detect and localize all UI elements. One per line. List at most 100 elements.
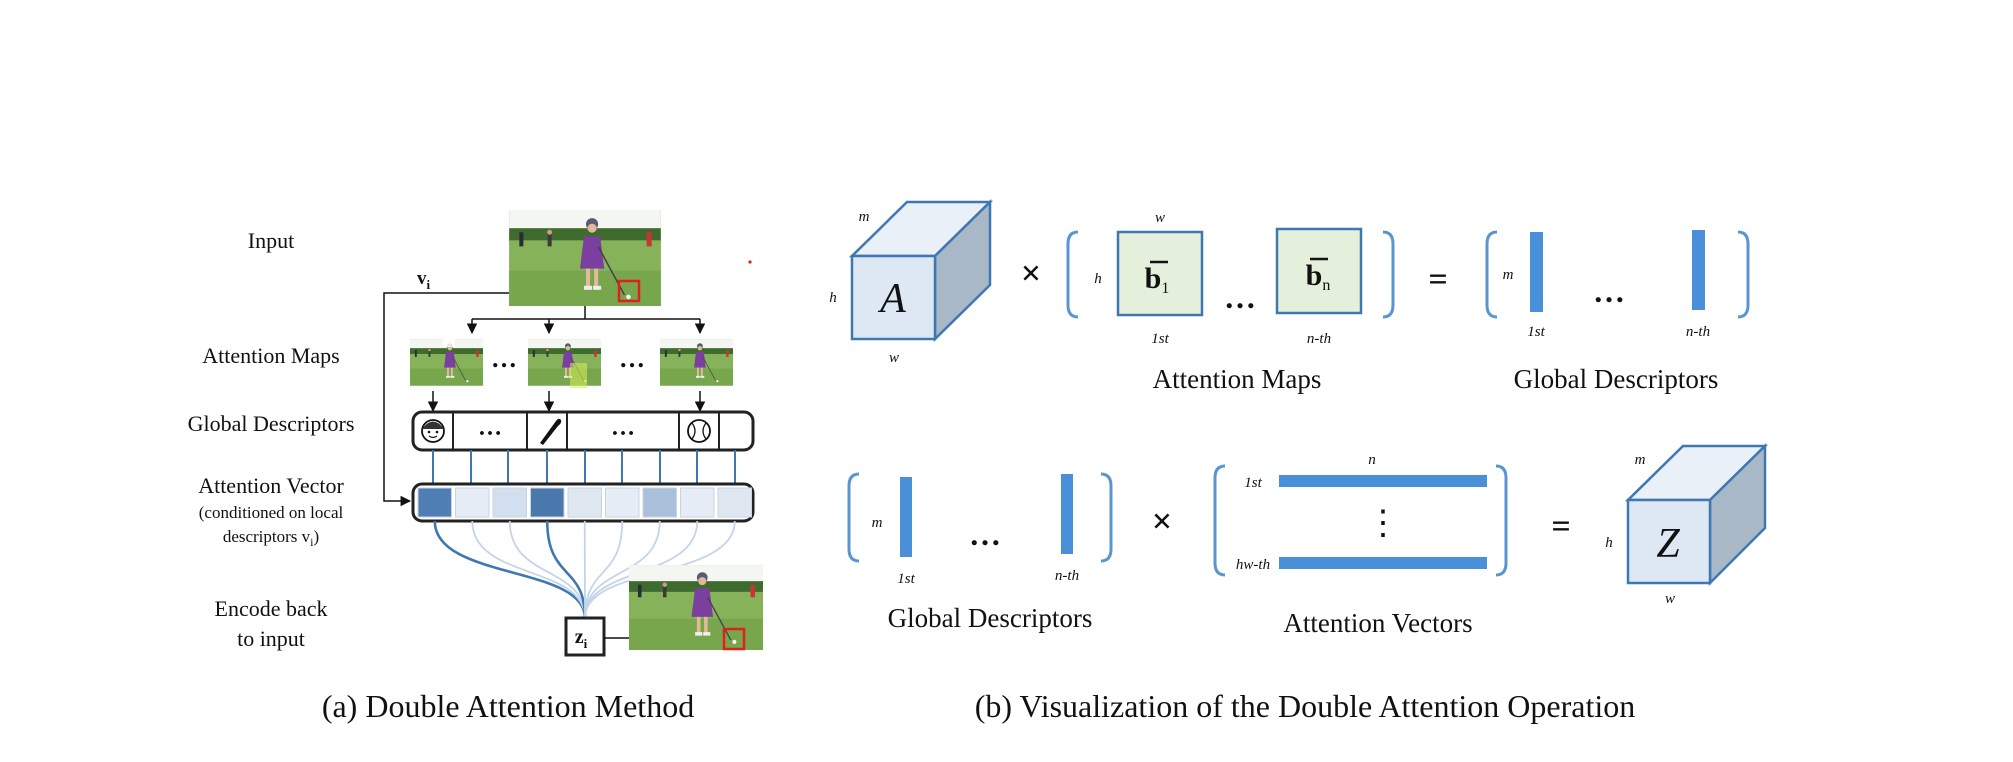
label-attention-vectors: Attention Vectors (1283, 608, 1472, 638)
attention-map-3 (660, 338, 733, 387)
attention-vector-cell (642, 487, 677, 518)
attention-map-bn: bn (1275, 227, 1363, 315)
ellipsis: … (478, 415, 502, 441)
equals-symbol: = (1428, 261, 1447, 298)
attention-vector-cell (567, 487, 602, 518)
descriptor-bar-nth (1692, 230, 1705, 310)
attention-vector-cell (605, 487, 640, 518)
attention-fan-curve (584, 520, 661, 619)
svg-text:1st: 1st (897, 571, 915, 587)
attention-vector-cell (717, 487, 752, 518)
baseball-icon (687, 419, 711, 443)
red-focus-box (617, 279, 641, 303)
descriptor-bar-first (900, 477, 912, 557)
attention-vector-bar-first (1279, 475, 1487, 487)
svg-text:n-th: n-th (1686, 324, 1710, 340)
label-global-descriptors-top: Global Descriptors (1514, 364, 1719, 394)
bracket-right (1737, 230, 1750, 319)
svg-text:hw-th: hw-th (1236, 557, 1270, 573)
svg-text:b1: b1 (1145, 262, 1170, 297)
ellipsis: … (1224, 279, 1256, 315)
descriptor-bar-nth (1061, 474, 1073, 554)
svg-text:1st: 1st (1527, 324, 1545, 340)
row-label-attention-vector: Attention Vector (198, 473, 344, 498)
ellipsis: … (619, 344, 645, 373)
svg-text:Z: Z (1656, 521, 1680, 567)
caption-b: (b) Visualization of the Double Attentio… (975, 688, 1635, 724)
red-focus-box (722, 627, 746, 651)
equals-symbol: = (1551, 508, 1570, 545)
label-attention-maps: Attention Maps (1153, 364, 1322, 394)
face-icon (421, 419, 445, 443)
left-panel: Input Attention Maps Global Descriptors … (188, 210, 763, 724)
descriptor-bar-first (1530, 232, 1543, 312)
bracket-right (1382, 230, 1395, 319)
multiply-symbol: × (1021, 253, 1042, 293)
input-image (509, 210, 661, 306)
svg-text:m: m (1635, 452, 1646, 468)
svg-text:A: A (877, 276, 906, 322)
svg-text:1st: 1st (1244, 475, 1262, 491)
attention-vector-cell (680, 487, 715, 518)
svg-text:n: n (1368, 452, 1376, 468)
ellipsis: … (969, 516, 1001, 552)
attention-vector-bar-last (1279, 557, 1487, 569)
attention-fan-curve (545, 520, 587, 619)
attention-map-b1: b1 (1116, 230, 1204, 317)
ellipsis: … (491, 344, 517, 373)
cube-a: A m h w (829, 199, 994, 366)
svg-text:zi: zi (575, 626, 588, 651)
attention-fan-curve (508, 520, 586, 619)
svg-text:h: h (1605, 535, 1613, 551)
bracket-left (1485, 230, 1498, 319)
svg-text:w: w (889, 350, 899, 366)
right-panel: A m h w × b1 w h … bn 1st n-th Attention… (829, 199, 1769, 724)
row-label-attention-vector-sub1: (conditioned on local (199, 503, 344, 522)
attention-vector-cell (530, 487, 565, 518)
attention-fan-curve (471, 520, 586, 619)
attention-vector-bar (411, 482, 755, 523)
stray-mark (748, 260, 752, 264)
attention-vector-cell (417, 487, 452, 518)
descriptor-to-vector-links (432, 450, 736, 484)
row-label-input: Input (248, 228, 294, 253)
svg-text:n-th: n-th (1055, 568, 1079, 584)
global-descriptors-bar: … … (411, 410, 755, 452)
attention-fan-curve (584, 520, 624, 619)
attention-vector-cell (455, 487, 490, 518)
svg-text:m: m (859, 209, 870, 225)
svg-text:1st: 1st (1151, 331, 1169, 347)
attention-fan-curve (433, 520, 587, 619)
bracket-left (847, 472, 860, 563)
svg-text:h: h (829, 290, 837, 306)
caption-a: (a) Double Attention Method (322, 688, 694, 724)
svg-text:m: m (872, 515, 883, 531)
row-label-global-descriptors: Global Descriptors (188, 411, 355, 436)
bat-icon (540, 418, 562, 445)
attention-vector-cell (492, 487, 527, 518)
row-label-to-input: to input (237, 626, 305, 651)
ellipsis: … (1593, 273, 1625, 309)
svg-text:h: h (1094, 271, 1102, 287)
vi-label: vi (417, 268, 431, 292)
vertical-ellipsis: ⋮ (1366, 505, 1400, 542)
attention-map-thumbnails: … … (410, 337, 733, 388)
vi-connector-arrow (383, 292, 509, 507)
row-label-attention-maps: Attention Maps (202, 343, 340, 368)
attention-map-2 (528, 338, 601, 387)
svg-text:m: m (1503, 267, 1514, 283)
row-label-attention-vector-sub2: descriptors vi) (223, 527, 319, 549)
bracket-left (1066, 230, 1079, 319)
svg-text:n-th: n-th (1307, 331, 1331, 347)
cube-z: Z m h w (1605, 443, 1769, 607)
svg-text:w: w (1155, 210, 1165, 226)
svg-text:bn: bn (1306, 259, 1331, 294)
svg-text:w: w (1665, 591, 1675, 607)
row-label-encode-back: Encode back (215, 596, 328, 621)
output-image (629, 564, 763, 651)
bracket-left (1213, 464, 1226, 577)
bracket-right (1495, 464, 1508, 577)
label-global-descriptors-bottom: Global Descriptors (888, 603, 1093, 633)
zi-box: zi (564, 616, 606, 657)
